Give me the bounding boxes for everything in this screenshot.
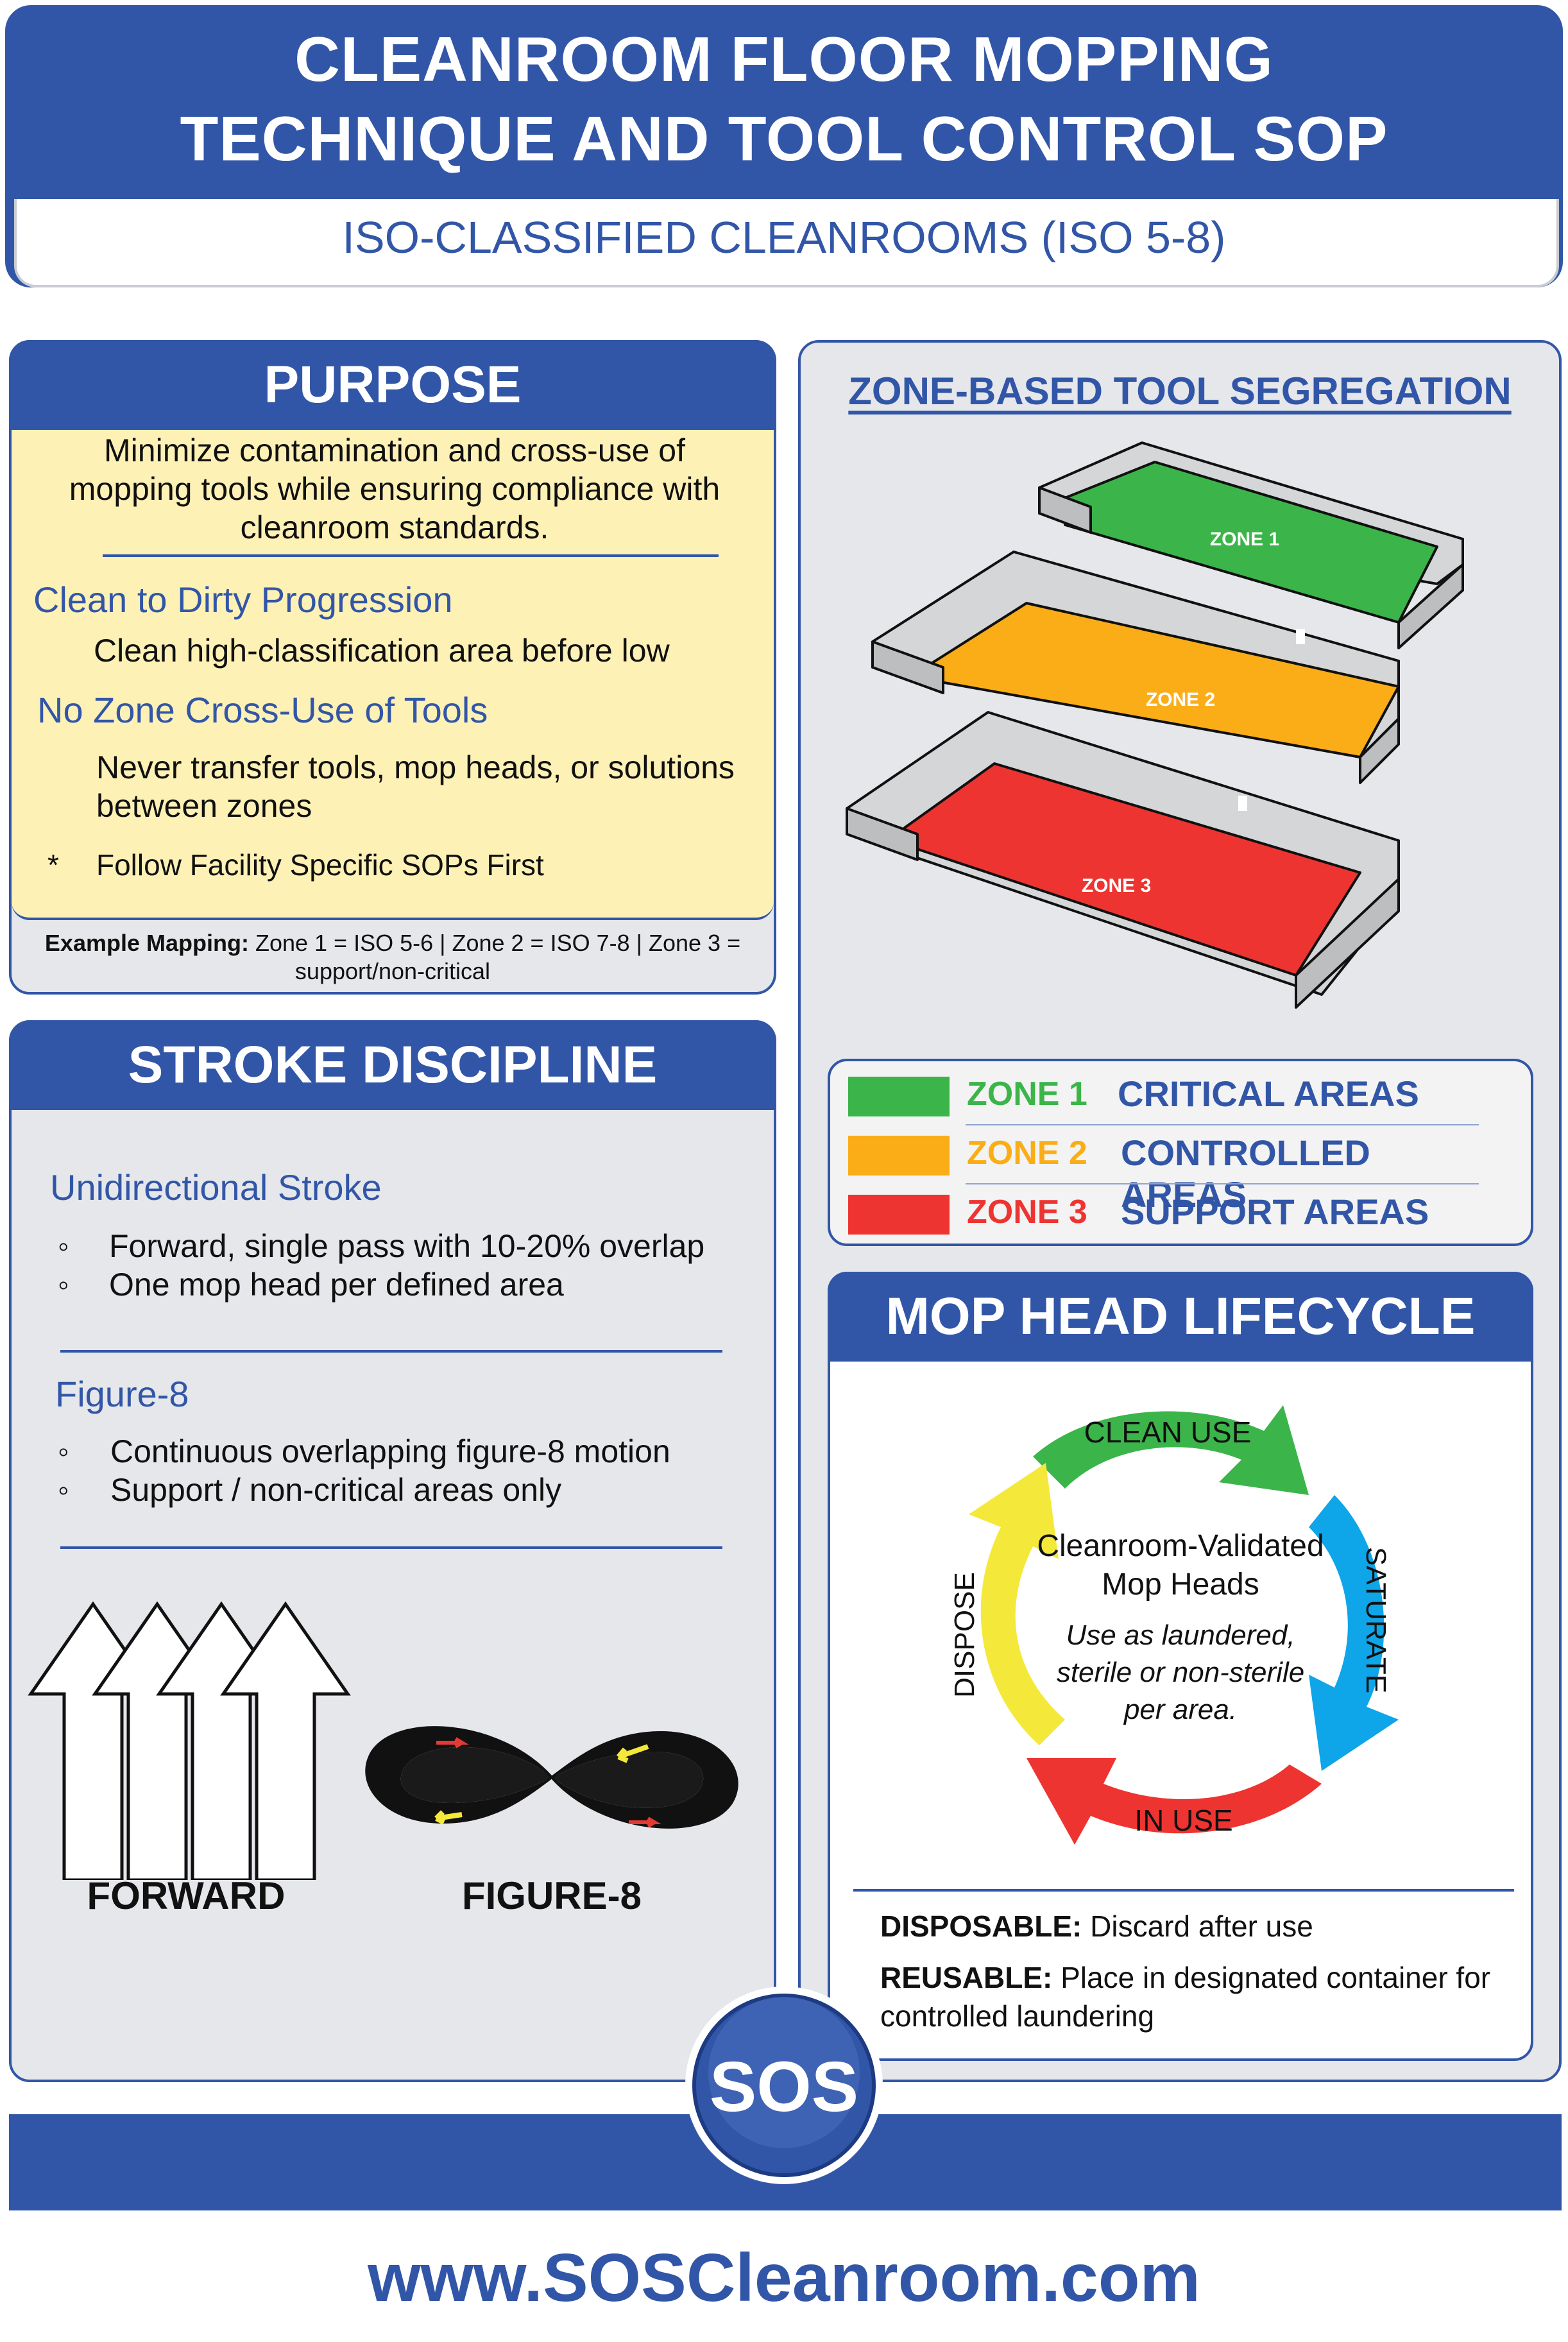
divider — [103, 554, 719, 557]
figure8-title: Figure-8 — [55, 1374, 189, 1414]
lifecycle-center-title: Cleanroom-Validated Mop Heads — [1037, 1529, 1324, 1602]
zone2-swatch — [848, 1136, 950, 1175]
purpose-intro: Minimize contamination and cross-use of … — [69, 432, 720, 545]
disposable-label: DISPOSABLE: — [880, 1910, 1082, 1943]
bullet: ◦ — [58, 1267, 69, 1303]
purpose-note: Follow Facility Specific SOPs First — [96, 848, 544, 882]
forward-label: FORWARD — [87, 1874, 285, 1917]
forward-arrows-icon — [28, 1601, 351, 1880]
legend-zone: ZONE 1 — [967, 1075, 1087, 1113]
zone-heading-text: ZONE-BASED TOOL SEGREGATION — [848, 370, 1512, 413]
page-subtitle: ISO-CLASSIFIED CLEANROOMS (ISO 5-8) — [342, 212, 1226, 262]
legend-area: CRITICAL AREAS — [1118, 1073, 1419, 1114]
zone2-diagram-label: ZONE 2 — [1146, 689, 1215, 710]
bullet: ◦ — [58, 1472, 69, 1508]
list-item: Continuous overlapping figure-8 motion — [110, 1433, 670, 1469]
subtitle-box — [14, 199, 1559, 287]
reusable-note: REUSABLE: Place in designated container … — [880, 1958, 1522, 2035]
zone3-diagram-label: ZONE 3 — [1082, 875, 1151, 896]
legend-zone: ZONE 2 — [967, 1134, 1087, 1172]
clean-to-dirty-text: Clean high-classification area before lo… — [94, 633, 670, 669]
note-marker: * — [47, 848, 59, 882]
legend-row: ZONE 1 CRITICAL AREAS — [848, 1072, 1490, 1123]
zone1-swatch — [848, 1077, 950, 1116]
zone3-swatch — [848, 1195, 950, 1235]
purpose-heading: PURPOSE — [9, 340, 776, 430]
legend-row: ZONE 3 SUPPORT AREAS — [848, 1190, 1490, 1241]
divider — [966, 1124, 1479, 1125]
disposable-note: DISPOSABLE: Discard after use — [880, 1907, 1496, 1945]
page-title: CLEANROOM FLOOR MOPPING TECHNIQUE AND TO… — [5, 19, 1563, 178]
example-text: Zone 1 = ISO 5-6 | Zone 2 = ISO 7-8 | Zo… — [255, 930, 741, 984]
legend-zone: ZONE 3 — [967, 1193, 1087, 1231]
legend-row: ZONE 2 CONTROLLED AREAS — [848, 1131, 1490, 1215]
disposable-text: Discard after use — [1090, 1910, 1313, 1943]
example-label: Example Mapping: — [44, 930, 249, 956]
website-url[interactable]: www.SOSCleanroom.com — [368, 2240, 1200, 2316]
title-line-1: CLEANROOM FLOOR MOPPING — [294, 24, 1274, 94]
example-mapping: Example Mapping: Zone 1 = ISO 5-6 | Zone… — [9, 929, 776, 986]
list-item: Support / non-critical areas only — [110, 1472, 562, 1508]
zone-heading: ZONE-BASED TOOL SEGREGATION — [798, 369, 1562, 413]
divider — [853, 1889, 1514, 1892]
bullet: ◦ — [58, 1433, 69, 1469]
lifecycle-heading: MOP HEAD LIFECYCLE — [828, 1272, 1533, 1362]
list-item: One mop head per defined area — [109, 1267, 564, 1303]
legend-area: CONTROLLED AREAS — [1121, 1133, 1370, 1215]
divider — [966, 1183, 1479, 1184]
no-cross-use-title: No Zone Cross-Use of Tools — [37, 690, 488, 730]
unidirectional-title: Unidirectional Stroke — [50, 1167, 382, 1208]
reusable-label: REUSABLE: — [880, 1961, 1053, 1994]
lifecycle-center-text: Use as laundered, sterile or non-sterile… — [1056, 1620, 1305, 1725]
lifecycle-panel — [828, 1272, 1533, 2061]
lifecycle-cycle-diagram: CLEAN USE SATURATE IN USE DISPOSE — [949, 1405, 1399, 1845]
sos-logo: SOS — [685, 1987, 883, 2184]
zone1-diagram-label: ZONE 1 — [1210, 529, 1279, 550]
figure8-label: FIGURE-8 — [461, 1874, 642, 1917]
stage-saturate: SATURATE — [1360, 1547, 1392, 1693]
divider — [60, 1350, 722, 1353]
reusable-text: Place in designated container for contro… — [880, 1961, 1491, 2033]
no-cross-use-text: Never transfer tools, mop heads, or solu… — [96, 749, 735, 824]
stroke-panel — [9, 1020, 776, 2082]
clean-to-dirty-title: Clean to Dirty Progression — [33, 579, 453, 620]
title-line-2: TECHNIQUE AND TOOL CONTROL SOP — [180, 103, 1388, 174]
list-item: Forward, single pass with 10-20% overlap — [109, 1228, 705, 1264]
figure8-icon — [365, 1726, 738, 1829]
stage-clean-use: CLEAN USE — [1084, 1415, 1252, 1449]
stage-in-use: IN USE — [1134, 1804, 1232, 1837]
stage-dispose: DISPOSE — [949, 1572, 980, 1698]
purpose-body — [12, 430, 774, 920]
logo-text: SOS — [710, 2047, 858, 2126]
divider — [60, 1546, 722, 1549]
bullet: ◦ — [58, 1228, 69, 1264]
legend-area: SUPPORT AREAS — [1121, 1192, 1429, 1232]
stroke-heading: STROKE DISCIPLINE — [9, 1020, 776, 1110]
zone-isometric-diagram: ZONE 1 ZONE 2 ZONE 3 — [846, 441, 1464, 1009]
